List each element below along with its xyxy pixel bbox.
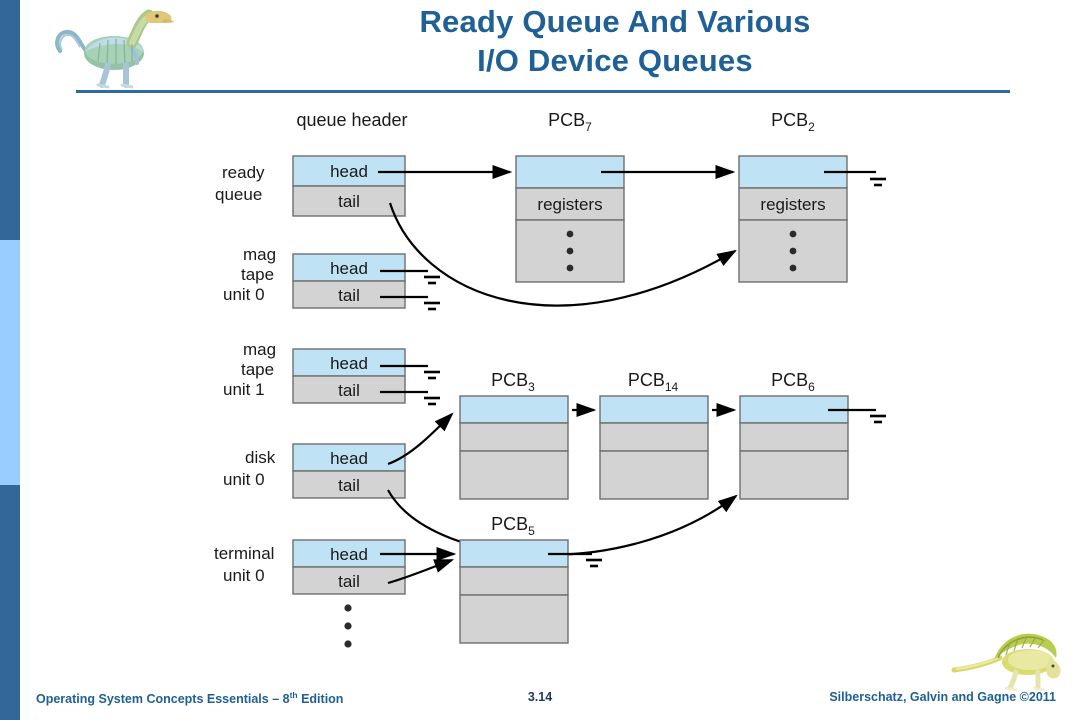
- disk-0-label-line-1: disk: [245, 448, 276, 467]
- null-pointer-mag-tape-1-tail: [380, 390, 440, 406]
- sidebar-accent-top: [0, 0, 20, 240]
- header-divider: [76, 90, 1010, 93]
- mag-tape-1-label-line-1: mag: [243, 340, 276, 359]
- dinosaur-illustration: [55, 9, 174, 89]
- column-header-pcb3: PCB3: [491, 370, 535, 394]
- terminal-0-label-line-1: terminal: [214, 544, 274, 563]
- null-pointer-mag-tape-0-head: [380, 269, 440, 285]
- mag-tape-1-label-line-3: unit 1: [223, 380, 265, 399]
- disk-0-label-line-2: unit 0: [223, 470, 265, 489]
- mag-tape-0-tail-label: tail: [338, 286, 360, 305]
- terminal-0-head-label: head: [330, 545, 368, 564]
- label-pcb5: PCB: [491, 514, 528, 534]
- terminal-0-label-line-2: unit 0: [223, 566, 265, 585]
- footer-attribution: Silberschatz, Galvin and Gagne ©2011: [829, 690, 1056, 704]
- footer-edition-tail: Edition: [297, 692, 344, 707]
- terminal-0-tail-label: tail: [338, 572, 360, 591]
- label-pcb14: PCB: [628, 370, 665, 390]
- mag-tape-0-label-line-1: mag: [243, 245, 276, 264]
- pcb-block-pcb7: registers: [515, 155, 625, 283]
- pcb-block-pcb5: [459, 539, 569, 644]
- queue-diagram: .lbl { font-family: "Liberation Sans", s…: [0, 96, 1080, 666]
- column-header-pcb14: PCB14: [628, 370, 679, 394]
- sidebar-accent-middle: [0, 240, 20, 485]
- ready-queue-label-line-1: ready: [222, 163, 265, 182]
- footer-edition: Operating System Concepts Essentials – 8…: [36, 690, 343, 706]
- pcb-block-pcb14: [599, 395, 709, 500]
- label-pcb3: PCB: [491, 370, 528, 390]
- label-pcb5-sub: 5: [528, 524, 535, 538]
- label-pcb7-sub: 7: [585, 120, 592, 134]
- svg-text:PCB6: PCB6: [771, 370, 815, 394]
- queue-box-disk-unit-0: head tail disk unit 0: [223, 443, 406, 499]
- queue-box-ready-queue: head tail ready queue: [215, 155, 406, 217]
- label-pcb7: PCB: [548, 110, 585, 130]
- pcb-block-pcb3: [459, 395, 569, 500]
- label-pcb3-sub: 3: [528, 380, 535, 394]
- pcb-block-pcb6: [739, 395, 849, 500]
- mag-tape-1-head-label: head: [330, 354, 368, 373]
- column-header-pcb6: PCB6: [771, 370, 815, 394]
- column-header-pcb5: PCB5: [491, 514, 535, 538]
- sidebar-accent-bottom: [0, 485, 20, 720]
- null-pointer-pcb6: [828, 408, 886, 424]
- page-number: 3.14: [527, 690, 553, 704]
- pcb7-registers-label: registers: [537, 195, 602, 214]
- mag-tape-1-tail-label: tail: [338, 381, 360, 400]
- label-queue-header: queue header: [296, 110, 407, 130]
- pointer-terminal-tail-to-pcb5: [387, 558, 455, 585]
- ready-queue-head-label: head: [330, 162, 368, 181]
- dinosaur-illustration: [951, 633, 1061, 692]
- page-title-line-2: I/O Device Queues: [477, 43, 753, 78]
- disk-0-tail-label: tail: [338, 476, 360, 495]
- disk-0-head-label: head: [330, 449, 368, 468]
- page-title: Ready Queue And Various I/O Device Queue…: [220, 2, 1010, 80]
- svg-text:PCB3: PCB3: [491, 370, 535, 394]
- mag-tape-1-label-line-2: tape: [241, 360, 274, 379]
- ellipsis-below-terminal-queue: [344, 604, 352, 648]
- column-header-queue-header: queue header: [296, 110, 407, 130]
- slide-footer: Operating System Concepts Essentials – 8…: [0, 633, 1080, 720]
- svg-text:PCB5: PCB5: [491, 514, 535, 538]
- null-pointer-mag-tape-1-head: [380, 364, 440, 380]
- label-pcb2: PCB: [771, 110, 808, 130]
- svg-text:PCB7: PCB7: [548, 110, 592, 134]
- label-pcb6: PCB: [771, 370, 808, 390]
- null-pointer-pcb2: [824, 170, 886, 187]
- pointer-disk-head-to-pcb3: [387, 412, 454, 466]
- pcb-block-pcb2: registers: [738, 155, 848, 283]
- pointer-ready-tail-to-pcb2: [388, 202, 737, 307]
- page-title-line-1: Ready Queue And Various: [419, 4, 811, 39]
- svg-text:PCB14: PCB14: [628, 370, 679, 394]
- queue-box-terminal-unit-0: head tail terminal unit 0: [214, 539, 406, 595]
- queue-box-mag-tape-unit-0: head tail mag tape unit 0: [223, 245, 406, 309]
- null-pointer-mag-tape-0-tail: [380, 295, 440, 311]
- mag-tape-0-label-line-3: unit 0: [223, 285, 265, 304]
- mag-tape-0-label-line-2: tape: [241, 265, 274, 284]
- footer-edition-ordinal: th: [289, 690, 298, 700]
- ready-queue-tail-label: tail: [338, 192, 360, 211]
- slide-header: Ready Queue And Various I/O Device Queue…: [20, 0, 1080, 96]
- label-pcb2-sub: 2: [808, 120, 815, 134]
- mag-tape-0-head-label: head: [330, 259, 368, 278]
- label-pcb14-sub: 14: [665, 380, 679, 394]
- ready-queue-label-line-2: queue: [215, 185, 262, 204]
- label-pcb6-sub: 6: [808, 380, 815, 394]
- svg-text:PCB2: PCB2: [771, 110, 815, 134]
- queue-box-mag-tape-unit-1: head tail mag tape unit 1: [223, 340, 406, 404]
- pcb2-registers-label: registers: [760, 195, 825, 214]
- null-pointer-pcb5: [548, 552, 602, 568]
- footer-edition-text: Operating System Concepts Essentials – 8: [36, 692, 290, 707]
- column-header-pcb7: PCB7: [548, 110, 592, 134]
- column-header-pcb2: PCB2: [771, 110, 815, 134]
